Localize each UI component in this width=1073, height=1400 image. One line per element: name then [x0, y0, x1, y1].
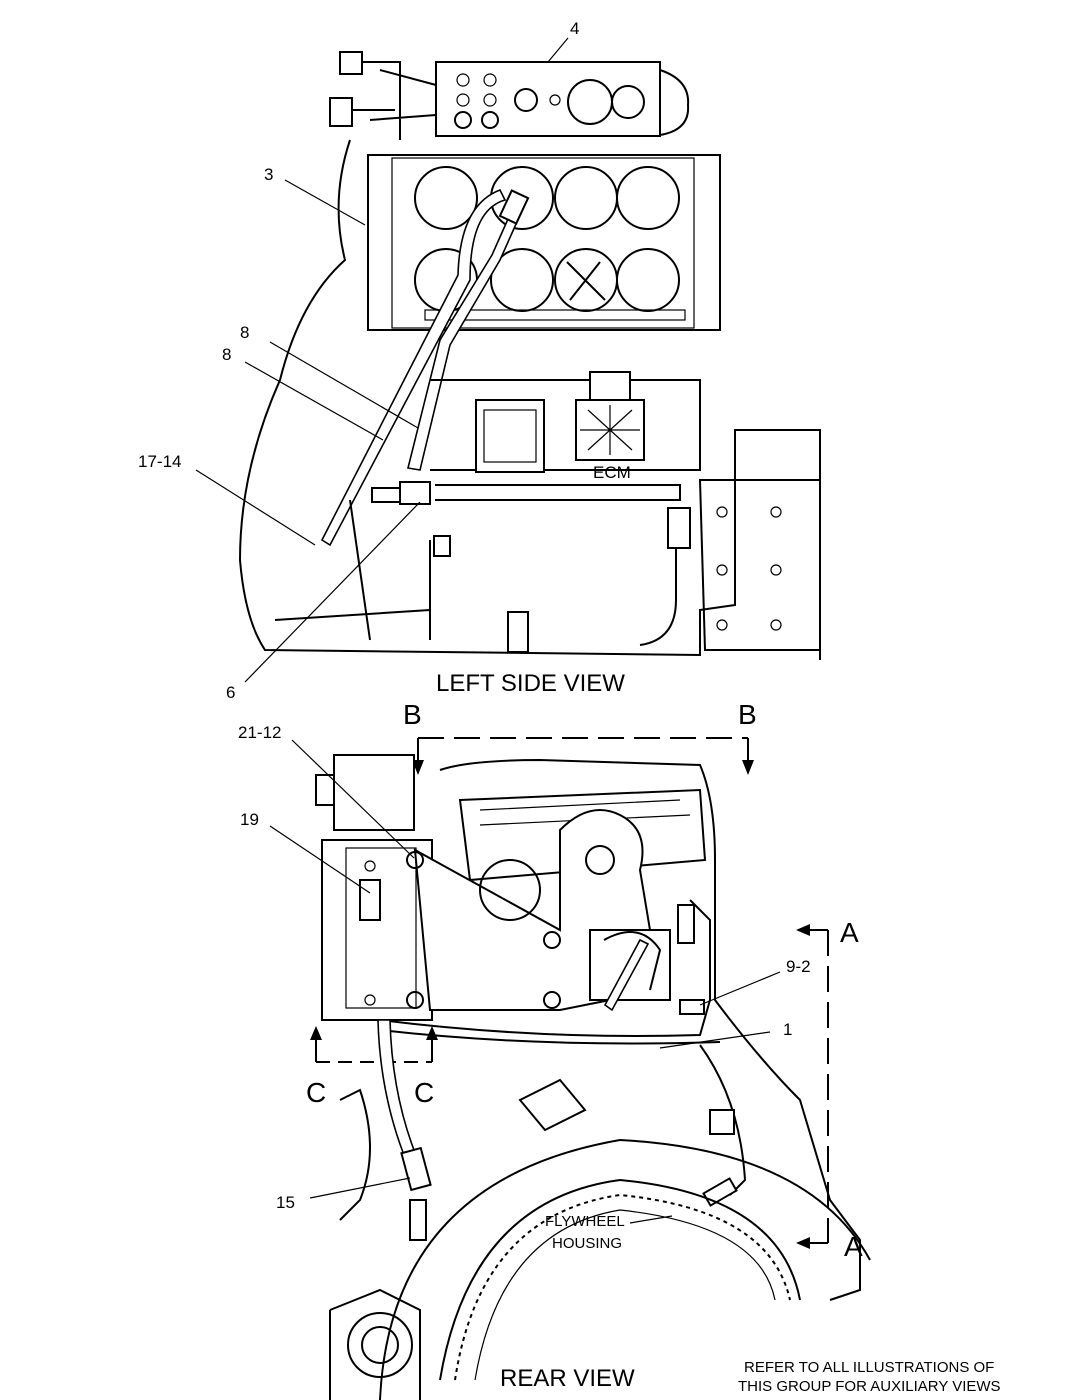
callout-6: 6: [226, 683, 235, 702]
callout-8-upper: 8: [240, 323, 249, 342]
section-b-left-label: B: [403, 699, 422, 730]
section-c-left-label: C: [306, 1077, 326, 1108]
section-b-right-label: B: [738, 699, 757, 730]
ecm-label: ECM: [593, 463, 631, 482]
section-c-right-label: C: [414, 1077, 434, 1108]
callout-1: 1: [783, 1020, 792, 1039]
section-a-bottom-label: A: [844, 1231, 863, 1262]
rear-view-drawing: [310, 737, 871, 1400]
note-line-2: THIS GROUP FOR AUXILIARY VIEWS: [738, 1378, 1001, 1395]
callout-17-14: 17-14: [138, 452, 181, 471]
rear-view-title: REAR VIEW: [500, 1365, 635, 1392]
section-a-top-label: A: [840, 917, 859, 948]
callout-21-12: 21-12: [238, 723, 281, 742]
left-side-view-drawing: [238, 51, 821, 660]
callout-3: 3: [264, 165, 273, 184]
flywheel-housing-label-line2: HOUSING: [552, 1235, 622, 1252]
callout-15: 15: [276, 1193, 295, 1212]
left-side-view-leaders: [195, 37, 569, 683]
flywheel-housing-label-line1: FLYWHEEL: [545, 1213, 625, 1230]
rear-view-leaders: [269, 739, 781, 1224]
callout-19: 19: [240, 810, 259, 829]
note-line-1: REFER TO ALL ILLUSTRATIONS OF: [744, 1359, 994, 1376]
callout-4: 4: [570, 19, 579, 38]
callout-9-2: 9-2: [786, 957, 811, 976]
left-side-view-title: LEFT SIDE VIEW: [436, 670, 625, 697]
callout-8-lower: 8: [222, 345, 231, 364]
